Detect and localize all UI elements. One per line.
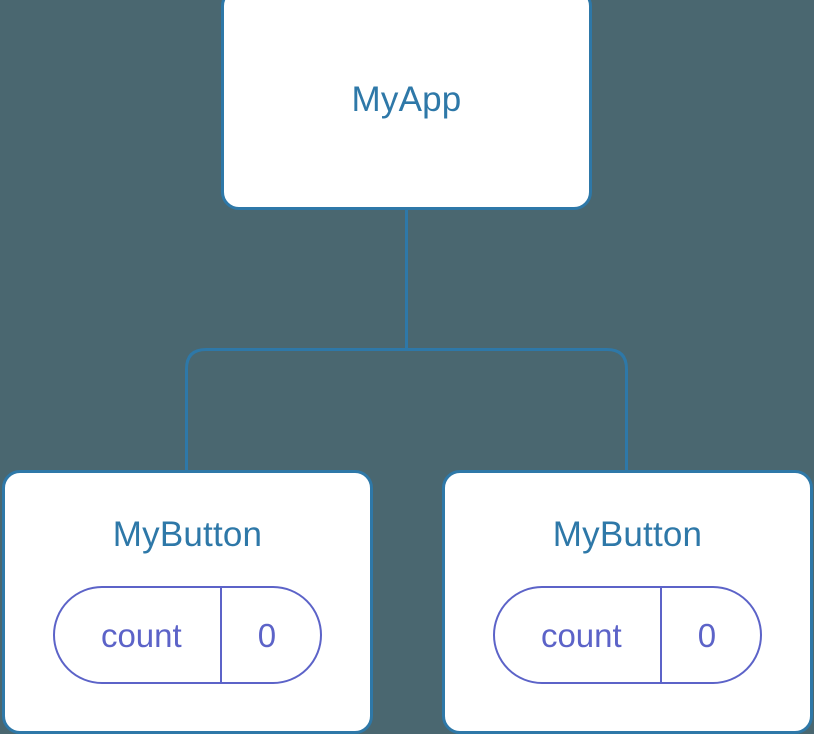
state-key-label-2: count bbox=[540, 616, 622, 654]
state-pill-count-2[interactable]: count 0 bbox=[492, 586, 763, 684]
state-value-label-1: 0 bbox=[257, 616, 277, 654]
node-mybutton-1-title: MyButton bbox=[112, 515, 263, 554]
node-mybutton-2[interactable]: MyButton count 0 bbox=[442, 470, 813, 734]
state-key-label-1: count bbox=[100, 616, 182, 654]
node-mybutton-2-title: MyButton bbox=[552, 515, 703, 554]
state-divider-2 bbox=[659, 588, 662, 682]
state-value-label-2: 0 bbox=[697, 616, 717, 654]
node-myapp-title: MyApp bbox=[351, 79, 462, 119]
node-mybutton-1[interactable]: MyButton count 0 bbox=[2, 470, 373, 734]
node-myapp[interactable]: MyApp bbox=[221, 0, 592, 210]
state-pill-count-1[interactable]: count 0 bbox=[52, 586, 323, 684]
state-divider-1 bbox=[219, 588, 222, 682]
edge-child-bus bbox=[185, 348, 628, 470]
